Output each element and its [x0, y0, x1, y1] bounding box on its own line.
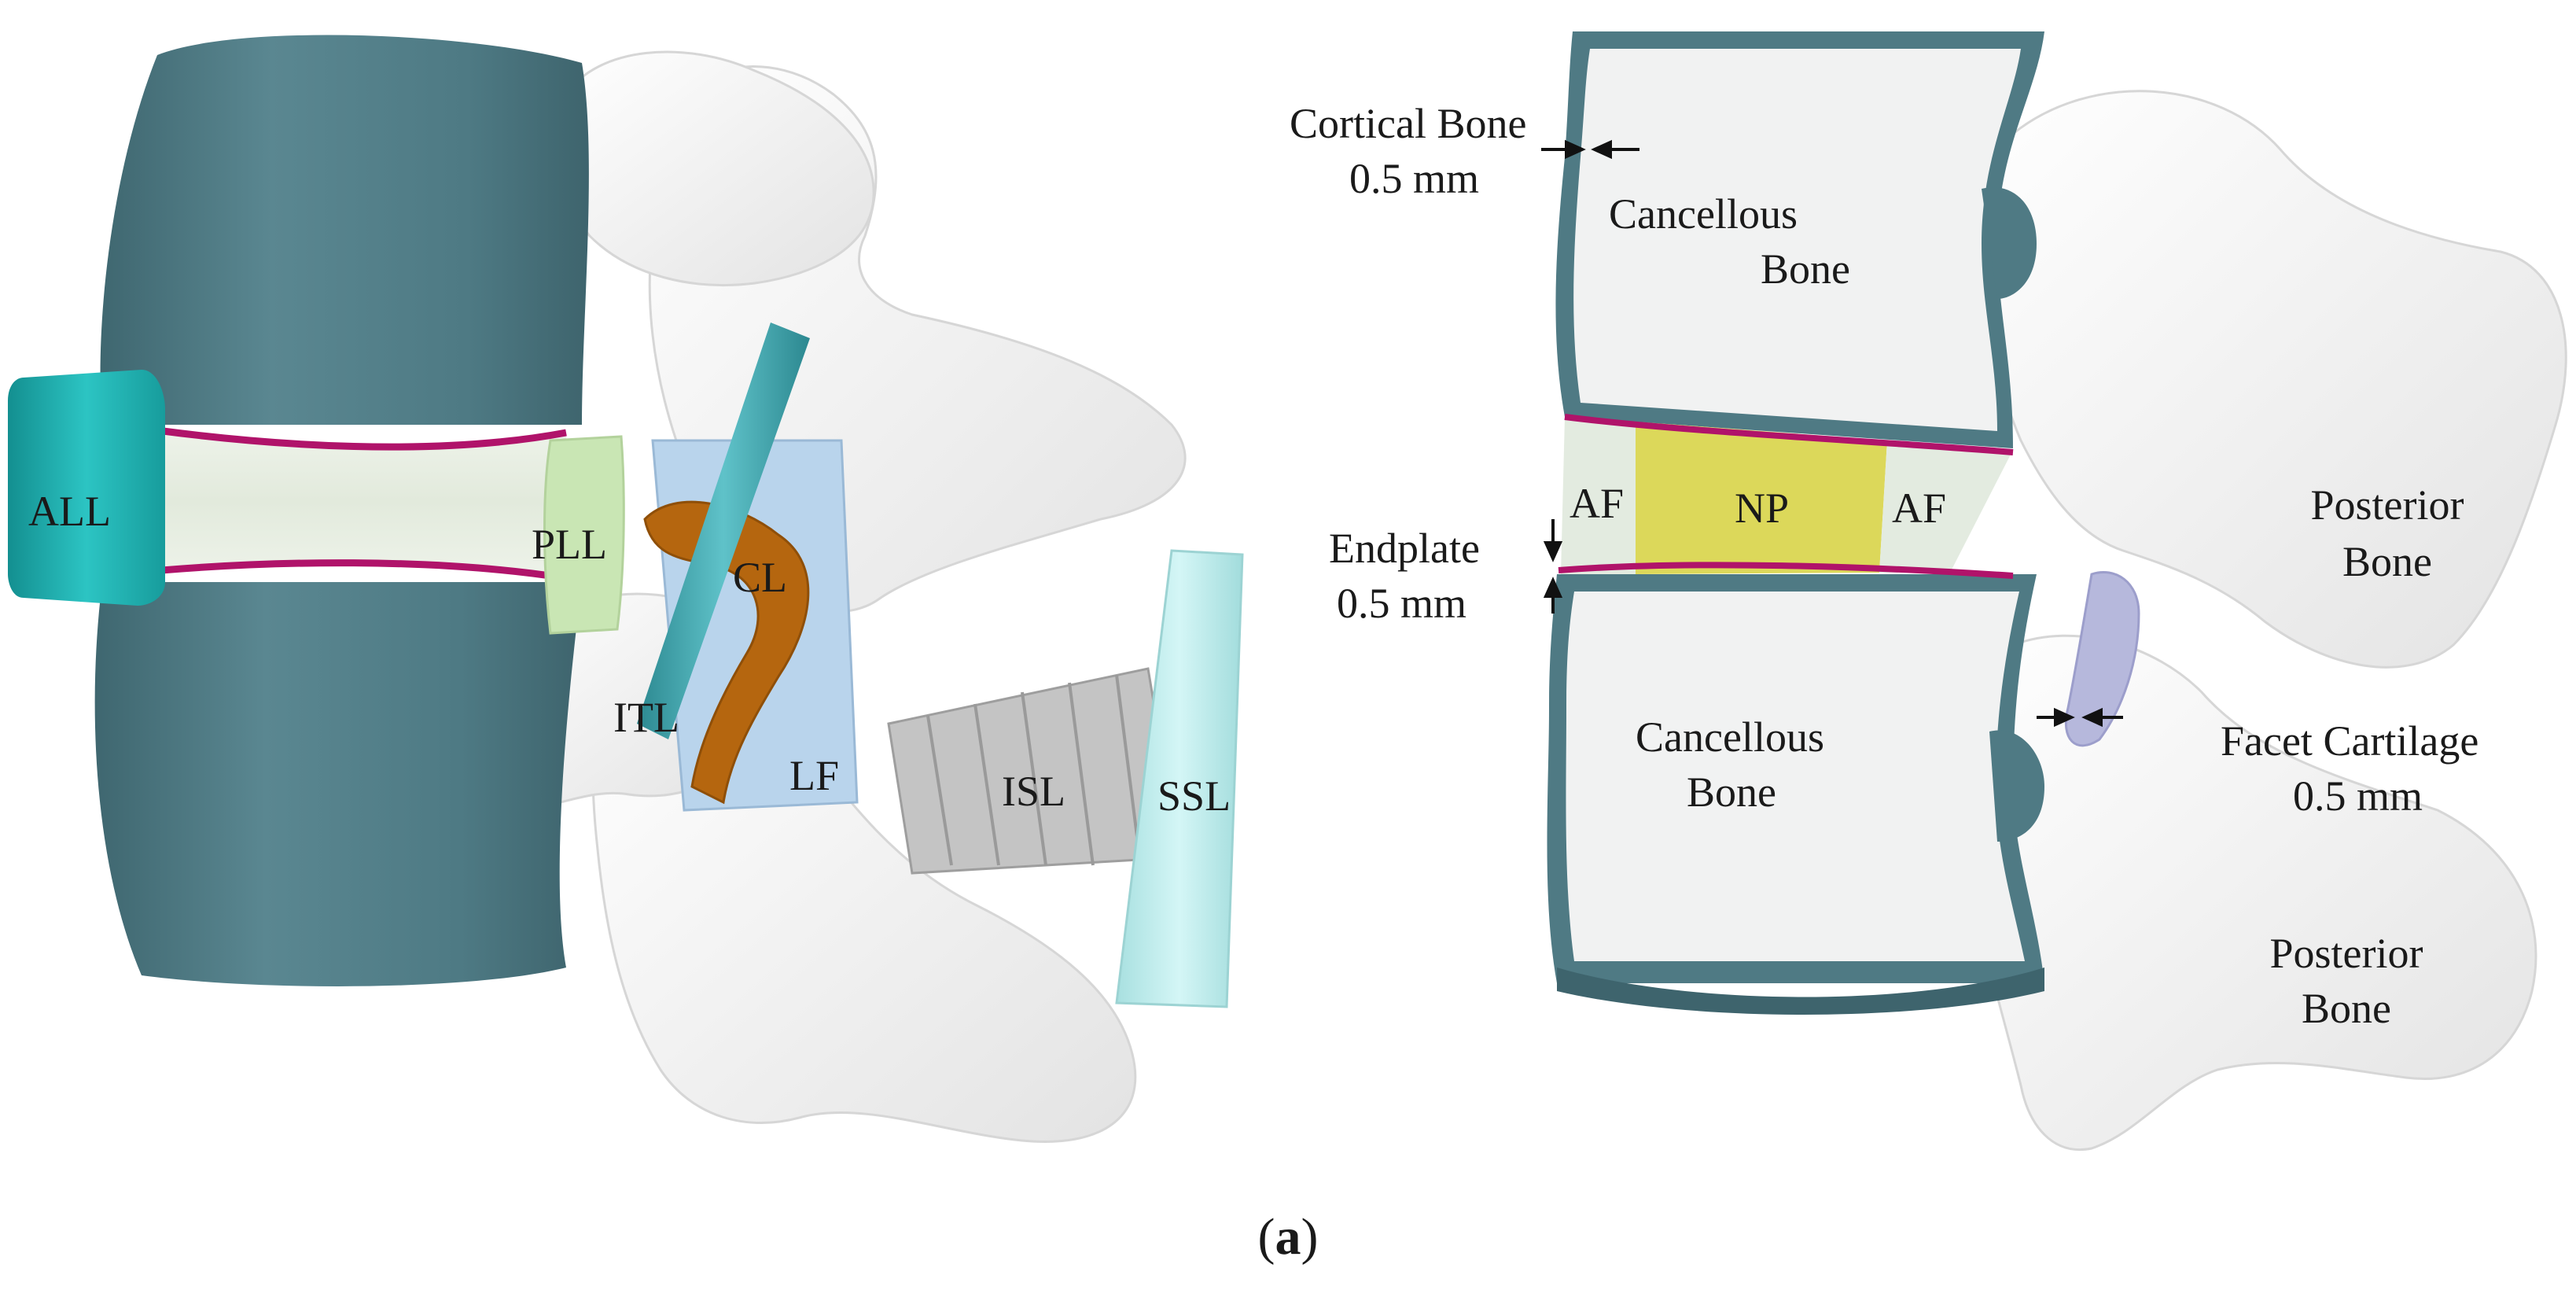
- label-cancellous-lower-2: Bone: [1687, 768, 1776, 816]
- lower-endplate-line: [117, 559, 567, 582]
- section-upper-posterior-bone: [1980, 90, 2567, 669]
- disc-body: [118, 425, 566, 578]
- intertransverse-ligament: ITL: [613, 322, 810, 741]
- facet-thickness-arrow: [2037, 707, 2123, 728]
- upper-vertebral-body: [100, 35, 589, 426]
- label-ssl: SSL: [1157, 772, 1231, 820]
- upper-body-cancellous: [1573, 49, 2021, 431]
- section-lower-posterior-bone: [1957, 634, 2537, 1151]
- caption-close-paren: ): [1301, 1208, 1319, 1266]
- caption-letter: a: [1275, 1208, 1301, 1266]
- label-cancellous-lower-1: Cancellous: [1636, 713, 1824, 761]
- label-facet-thickness: 0.5 mm: [2293, 772, 2423, 820]
- label-lf: LF: [789, 752, 839, 799]
- label-af-left: AF: [1570, 480, 1624, 527]
- cortical-thickness-arrow: [1541, 139, 1639, 160]
- all-ligament: ALL: [8, 370, 165, 606]
- section-labels: Cortical Bone 0.5 mm Cancellous Bone End…: [1290, 100, 2478, 1032]
- label-facet-cartilage: Facet Cartilage: [2221, 717, 2478, 765]
- upper-articular-process: [557, 50, 875, 286]
- label-np: NP: [1735, 485, 1789, 532]
- label-af-right: AF: [1892, 485, 1946, 532]
- figure-caption: (a): [1258, 1208, 1319, 1266]
- label-pll: PLL: [532, 521, 607, 568]
- lower-body-cancellous: [1566, 592, 2025, 961]
- label-endplate: Endplate: [1329, 525, 1480, 572]
- label-posterior-lower-1: Posterior: [2270, 930, 2423, 977]
- endplate-thickness-arrow: [1543, 519, 1563, 614]
- lower-vertebral-body: [94, 582, 583, 986]
- upper-endplate-line: [117, 421, 567, 451]
- section-posterior-bones: [1957, 90, 2567, 1151]
- label-cl: CL: [733, 554, 787, 601]
- nucleus-pulposus-region: [1636, 422, 1887, 574]
- label-cancellous-upper-2: Bone: [1761, 245, 1850, 293]
- facet-cartilage: [2064, 570, 2140, 747]
- upper-body-step: [1982, 187, 2037, 299]
- pll-ligament: PLL: [532, 435, 625, 635]
- label-cortical-bone: Cortical Bone: [1290, 100, 1526, 147]
- label-endplate-thickness: 0.5 mm: [1337, 580, 1466, 627]
- annulus-fibrosus-left-region: [1561, 417, 1636, 574]
- label-isl: ISL: [1002, 768, 1065, 815]
- left-panel-model: ALL PLL LF CL ITL ISL: [8, 35, 1244, 1143]
- supraspinous-ligament: SSL: [1115, 549, 1244, 1008]
- label-posterior-lower-2: Bone: [2302, 985, 2391, 1032]
- label-all: ALL: [28, 488, 111, 535]
- label-posterior-upper-1: Posterior: [2311, 481, 2464, 529]
- section-lower-endplate: [1558, 562, 2014, 579]
- vertebral-bodies: [94, 35, 589, 986]
- dimension-markers: [1541, 139, 2123, 728]
- section-disc: AF NP AF: [1558, 414, 2014, 579]
- label-posterior-upper-2: Bone: [2342, 538, 2432, 585]
- label-cortical-thickness: 0.5 mm: [1349, 155, 1479, 202]
- intervertebral-disc: [117, 421, 567, 582]
- lower-body-step: [1989, 730, 2044, 842]
- lower-body-base: [1557, 968, 2044, 1015]
- label-cancellous-upper-1: Cancellous: [1609, 190, 1798, 238]
- annulus-fibrosus-right-region: [1879, 440, 2013, 573]
- section-upper-endplate: [1564, 414, 2014, 455]
- right-panel-section: AF NP AF: [1290, 31, 2567, 1151]
- label-itl: ITL: [613, 694, 679, 741]
- section-vertebral-bodies: [1547, 31, 2044, 1015]
- caption-open-paren: (: [1258, 1208, 1275, 1266]
